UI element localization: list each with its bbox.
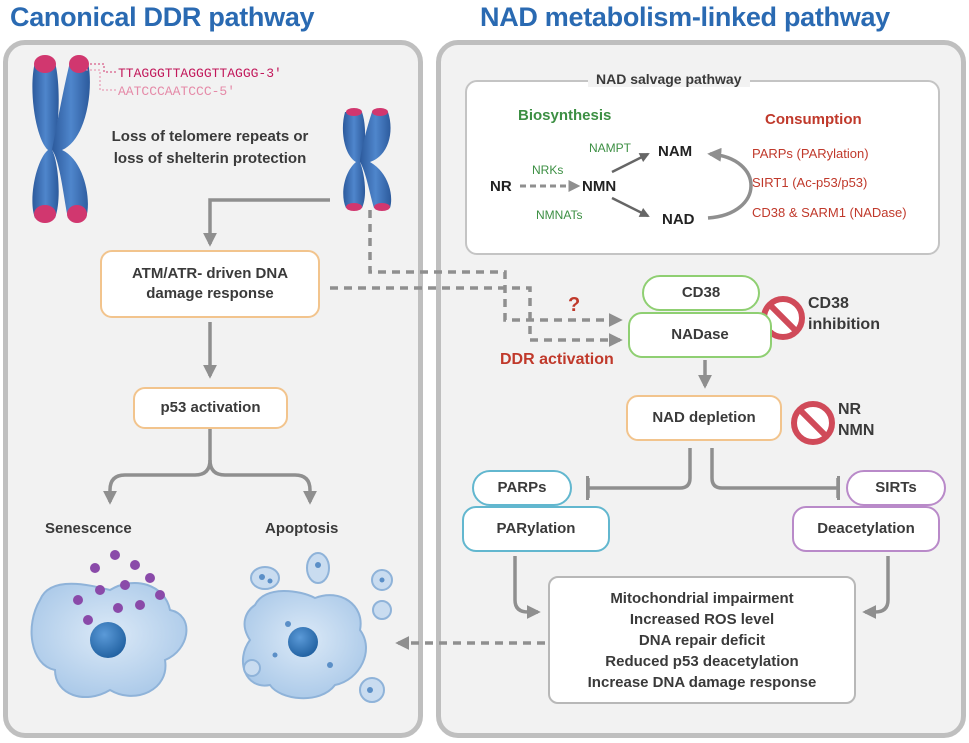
prohibit-icon [761,296,805,340]
atm-atr-line2: damage response [146,285,274,302]
nampt-label: NAMPT [589,141,631,155]
nmn-label: NMN [582,178,617,195]
sirts-oval: SIRTs [846,470,946,506]
heading-nad-pathway: NAD metabolism-linked pathway [480,2,890,32]
sirt1-consumer-label: SIRT1 (Ac-p53/p53) [752,175,868,190]
sirts-inhibition-bar [837,476,840,500]
consumption-label: Consumption [765,111,862,128]
atm-atr-line1: ATM/ATR- driven DNA [131,265,289,282]
nam-label: NAM [658,143,693,160]
nadase-box: NADase [628,312,772,358]
parps-inhibition-bar [586,476,589,500]
parylation-label: PARylation [496,520,576,537]
p53-activation-label: p53 activation [160,399,261,416]
parps-label: PARPs [497,479,547,496]
deacetylation-box: Deacetylation [792,506,940,552]
senescent-cell-icon [30,550,188,699]
cd38-consumer-label: CD38 & SARM1 (NADase) [752,205,907,220]
chromosome-icon [32,55,90,223]
cd38-inhibition-line1: CD38 [808,295,849,312]
nmnats-label: NMNATs [536,208,583,222]
telomere-sequence-top: TTAGGGTTAGGGTTAGGG-3′ [118,66,282,81]
nad-depletion-box: NAD depletion [626,395,782,441]
cd38-label: CD38 [681,284,721,301]
apoptotic-cell-icon [241,552,393,703]
biosynthesis-label: Biosynthesis [518,107,612,124]
outcome-item: Increase DNA damage response [587,673,817,691]
telomere-sequence-bottom: AATCCCAATCCC-5′ [118,84,236,99]
salvage-pathway-title: NAD salvage pathway [588,71,750,87]
senescence-label: Senescence [45,520,132,537]
nrks-label: NRKs [532,163,564,177]
parps-consumer-label: PARPs (PARylation) [752,146,869,161]
outcomes-box: Mitochondrial impairment Increased ROS l… [548,576,856,704]
telomere-caption-line2: loss of shelterin protection [113,150,307,167]
parps-oval: PARPs [472,470,572,506]
deacetylation-label: Deacetylation [817,520,915,537]
telomere-caption-line1: Loss of telomere repeats or [111,128,309,145]
apoptosis-label: Apoptosis [265,520,339,537]
nr-supplement-label: NR [838,401,862,418]
nr-label: NR [490,178,512,195]
parylation-box: PARylation [462,506,610,552]
cd38-inhibition-line2: inhibition [808,316,880,333]
p53-activation-box: p53 activation [133,387,288,429]
nad-label: NAD [662,211,695,228]
nad-depletion-label: NAD depletion [652,409,756,426]
outcome-item: DNA repair deficit [638,631,766,649]
nmn-supplement-label: NMN [838,422,875,439]
cd38-oval: CD38 [642,275,760,311]
outcome-item: Increased ROS level [629,610,775,628]
question-mark: ? [568,294,581,316]
chromosome-icon [342,108,392,211]
heading-canonical-ddr: Canonical DDR pathway [10,2,315,32]
outcome-item: Mitochondrial impairment [610,589,794,607]
outcome-item: Reduced p53 deacetylation [605,652,799,670]
sirts-label: SIRTs [875,479,917,496]
ddr-activation-label: DDR activation [500,351,614,368]
prohibit-icon [791,401,835,445]
atm-atr-box: ATM/ATR- driven DNA damage response [100,250,320,318]
salvage-pathway-box [465,80,940,255]
nadase-label: NADase [671,326,729,343]
